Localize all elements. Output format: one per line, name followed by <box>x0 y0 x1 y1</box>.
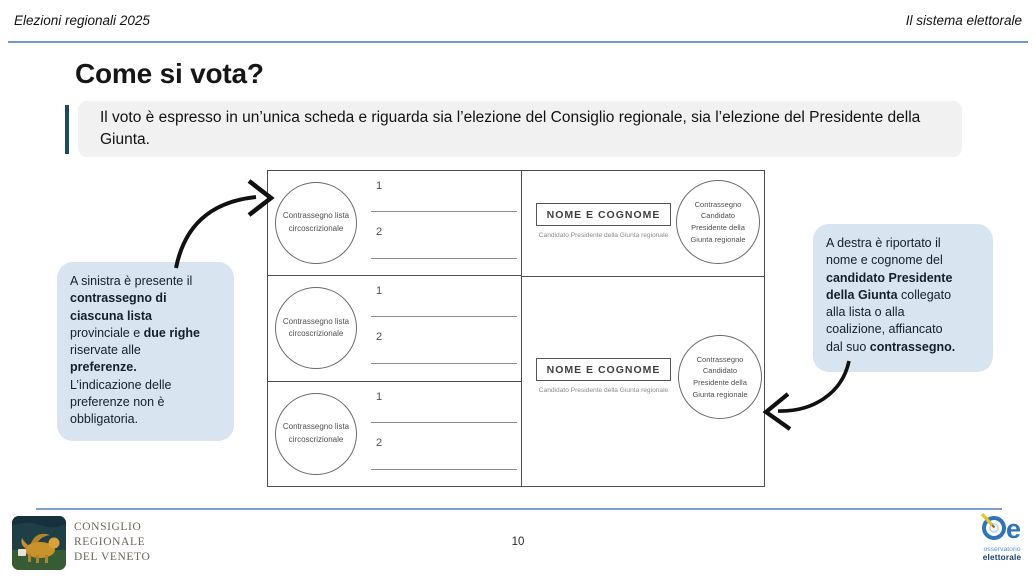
footer-org-line: REGIONALE <box>74 535 146 548</box>
preference-number-2: 2 <box>376 331 383 344</box>
preference-line <box>371 468 517 470</box>
veneto-crest-logo <box>12 516 66 570</box>
preference-line <box>371 258 517 259</box>
president-emblem-circle: Contrassegno Candidato Presidente della … <box>678 335 762 419</box>
oe-logo-glyph: e <box>980 512 1021 544</box>
preference-number-2: 2 <box>376 436 383 449</box>
list-emblem-circle: Contrassegno lista circoscrizionale <box>275 392 357 475</box>
preference-number-2: 2 <box>376 226 383 238</box>
header-left-text: Elezioni regionali 2025 <box>14 13 150 28</box>
preference-line <box>371 421 517 423</box>
preference-line <box>371 316 517 318</box>
preference-line <box>371 363 517 365</box>
ballot-list-row: Contrassegno lista circoscrizionale 1 2 <box>268 171 521 277</box>
ballot-list-column: Contrassegno lista circoscrizionale 1 2 … <box>268 171 522 486</box>
list-emblem-circle: Contrassegno lista circoscrizionale <box>275 287 357 370</box>
intro-box: Il voto è espresso in un’unica scheda e … <box>78 101 962 157</box>
president-name-box: NOME E COGNOME <box>536 203 671 226</box>
intro-accent-bar <box>65 105 69 154</box>
intro-text: Il voto è espresso in un’unica scheda e … <box>100 108 921 148</box>
svg-text:e: e <box>1006 514 1021 541</box>
ballot-president-column: NOME E COGNOME Candidato Presidente dell… <box>522 171 764 486</box>
footer-org-line: DEL VENETO <box>74 550 151 563</box>
president-name-caption: Candidato Presidente della Giunta region… <box>538 387 669 394</box>
preference-number-1: 1 <box>376 390 383 403</box>
oe-logo-text-2: elettorale <box>982 553 1022 563</box>
ballot-diagram: Contrassegno lista circoscrizionale 1 2 … <box>267 170 765 487</box>
preference-number-1: 1 <box>376 285 383 298</box>
footer-divider-line <box>36 508 1002 510</box>
footer-org-line: CONSIGLIO <box>74 521 142 533</box>
president-name-caption: Candidato Presidente della Giunta region… <box>538 232 669 239</box>
header-right-text: Il sistema elettorale <box>905 13 1022 28</box>
president-cell: NOME E COGNOME Candidato Presidente dell… <box>522 171 764 277</box>
header-divider-line <box>8 41 1028 43</box>
president-emblem-circle: Contrassegno Candidato Presidente della … <box>676 180 760 264</box>
president-cell: NOME E COGNOME Candidato Presidente dell… <box>522 277 764 486</box>
page-title: Come si vota? <box>75 58 264 89</box>
footer-org-name: CONSIGLIO REGIONALE DEL VENETO <box>74 520 150 565</box>
list-emblem-circle: Contrassegno lista circoscrizionale <box>275 182 357 265</box>
ballot-list-row: Contrassegno lista circoscrizionale 1 2 <box>268 382 521 486</box>
oe-logo-text-1: osservatorio <box>983 546 1021 553</box>
preference-line <box>371 211 517 212</box>
president-name-box: NOME E COGNOME <box>536 358 671 381</box>
osservatorio-elettorale-logo: e osservatorio elettorale <box>973 512 1031 563</box>
ballot-list-row: Contrassegno lista circoscrizionale 1 2 <box>268 276 521 382</box>
page-number: 10 <box>511 536 525 548</box>
preference-number-1: 1 <box>376 180 383 192</box>
left-arrow <box>174 179 275 269</box>
